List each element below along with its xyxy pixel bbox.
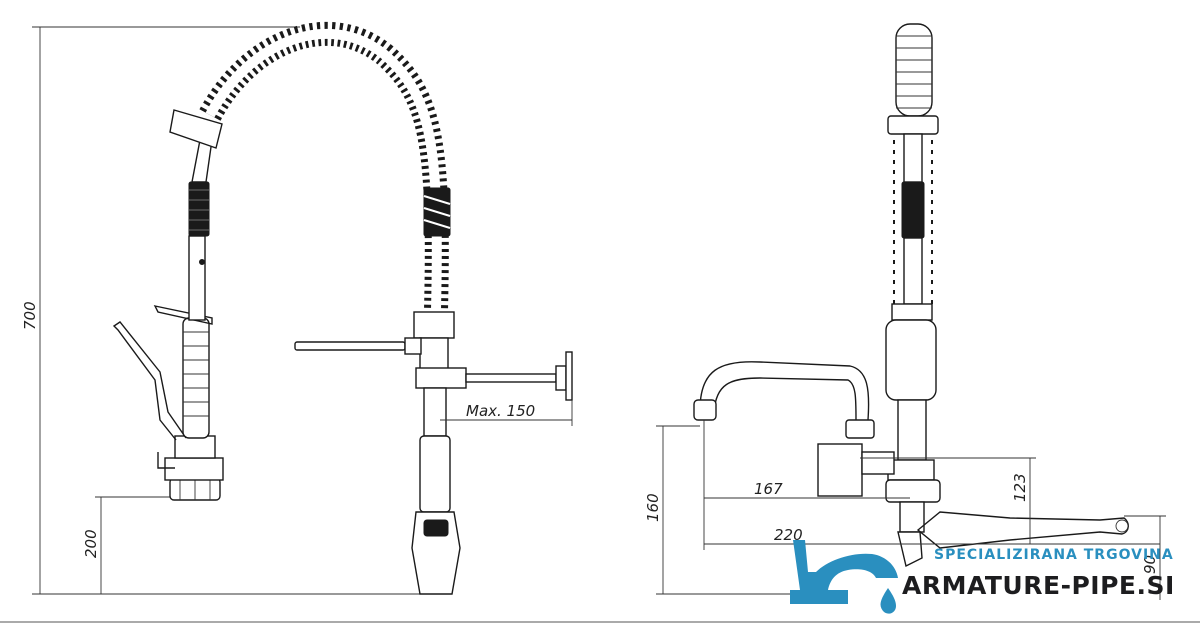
dim-base-height: 200 [82,529,100,558]
brand-tagline: SPECIALIZIRANA TRGOVINA [934,547,1174,563]
dim-side-height: 160 [644,493,662,522]
left-view-faucet: 700 200 [21,21,573,595]
brand-name: ARMATURE-PIPE.SI [902,571,1175,600]
dim-overall-width: 220 [774,526,803,544]
dim-total-height: 700 [21,301,39,330]
right-view-faucet: 160 167 220 123 90 [644,23,1166,600]
faucet-logo-icon [790,540,898,604]
brand-logo: SPECIALIZIRANA TRGOVINA ARMATURE-PIPE.SI [790,540,1175,614]
water-drop-icon [880,588,896,614]
dim-lever-height: 90 [1141,555,1159,574]
dim-spout-reach: 167 [754,480,783,498]
dim-max-reach: Max. 150 [466,402,535,420]
dim-wall-height: 123 [1011,473,1029,502]
